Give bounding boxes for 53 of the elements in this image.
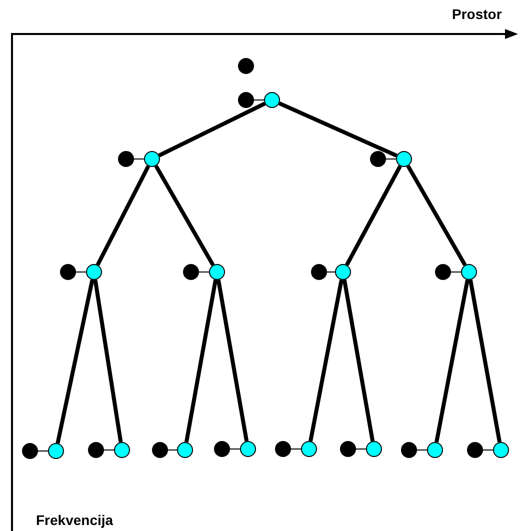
tree-branch [345, 165, 402, 266]
tree-branch [96, 165, 150, 266]
filled-dot [401, 442, 417, 458]
filled-dot [22, 443, 38, 459]
tree-node-circle [396, 151, 412, 167]
filled-dot [311, 264, 327, 280]
tree-node-circle [114, 442, 130, 458]
tree-branch [406, 164, 467, 266]
tree-node-circle [366, 441, 382, 457]
filled-dot [467, 442, 483, 458]
filled-dot [370, 151, 386, 167]
tree-node-circle [301, 441, 317, 457]
tree-node-circle [48, 443, 64, 459]
tree-branch [93, 280, 123, 442]
filled-dot [118, 151, 134, 167]
filled-dot [214, 441, 230, 457]
filled-dot [238, 92, 254, 108]
tree-node-circle [209, 264, 225, 280]
connector-line [356, 448, 366, 450]
filled-dot [275, 441, 291, 457]
axis-label: Prostor [452, 6, 502, 22]
tree-node-circle [427, 442, 443, 458]
filled-dot [238, 58, 254, 74]
axis-label: Frekvencija [36, 512, 114, 528]
filled-dot [88, 442, 104, 458]
tree-node-circle [86, 264, 102, 280]
connector-line [230, 448, 240, 450]
tree-branch [216, 280, 249, 442]
connector-line [38, 450, 48, 452]
filled-dot [183, 264, 199, 280]
tree-branch [184, 280, 218, 442]
connector-line [134, 158, 144, 160]
tree-node-circle [144, 151, 160, 167]
tree-node-circle [335, 264, 351, 280]
filled-dot [435, 264, 451, 280]
tree-branch [342, 280, 375, 442]
connector-line [386, 158, 396, 160]
filled-dot [340, 441, 356, 457]
tree-branch [154, 164, 215, 266]
tree-node-circle [240, 441, 256, 457]
filled-dot [60, 264, 76, 280]
tree-node-circle [493, 442, 509, 458]
tree-node-circle [461, 264, 477, 280]
tree-branch [56, 279, 94, 444]
tree-branch [434, 279, 470, 443]
filled-dot [152, 442, 168, 458]
tree-branch [158, 102, 266, 158]
connector-line [290, 448, 302, 450]
tree-branch [468, 280, 502, 442]
tree-node-circle [264, 92, 280, 108]
tree-node-circle [177, 442, 193, 458]
tree-branch [308, 279, 344, 442]
tree-branch [278, 101, 398, 158]
